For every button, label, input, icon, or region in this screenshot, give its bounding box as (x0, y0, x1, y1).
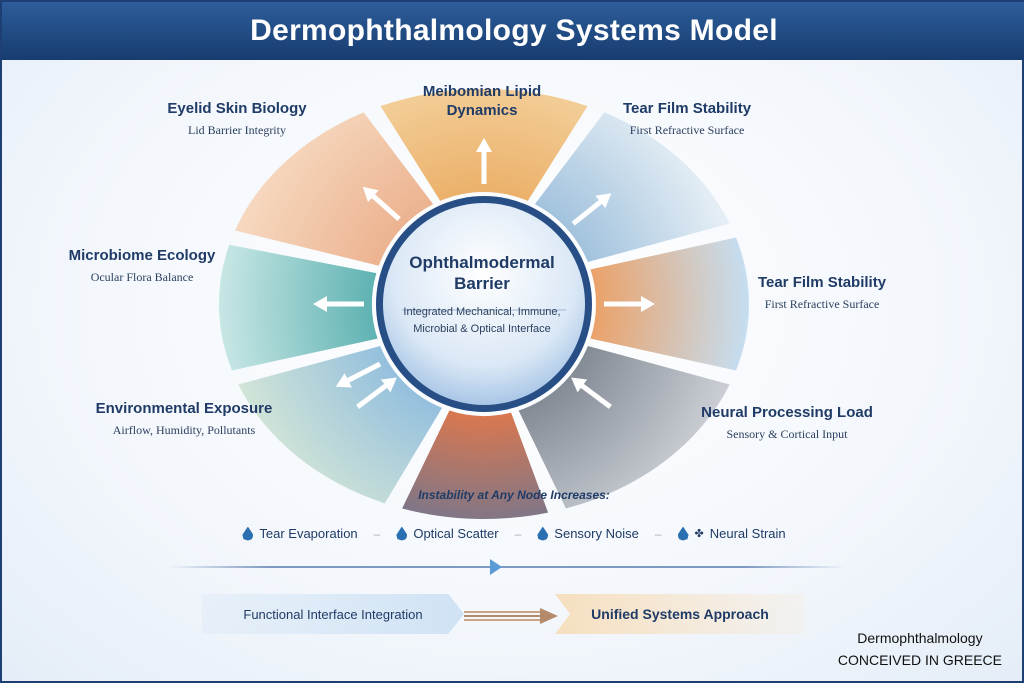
unified-approach-banner: Unified Systems Approach (555, 594, 805, 634)
arrowhead-icon (476, 138, 492, 152)
microbiome-wedge (219, 244, 378, 371)
page-title: Dermophthalmology Systems Model (250, 14, 778, 47)
flow-from-label: Functional Interface Integration (243, 606, 423, 622)
functional-integration-banner: Functional Interface Integration (202, 594, 464, 634)
credit-line-2: CONCEIVED IN GREECE (837, 652, 1002, 668)
arrowhead-icon (595, 193, 612, 209)
instability-heading: Instability at Any Node Increases: (418, 488, 610, 502)
center-title: Ophthalmodermal Barrier (409, 253, 555, 293)
tear-film-surface-wedge (590, 237, 749, 371)
node-title: Neural Processing Load (701, 404, 873, 421)
node-title: Meibomian Lipid Dynamics (422, 83, 542, 119)
brain-wedge (402, 410, 549, 519)
flow-to-label: Unified Systems Approach (591, 606, 769, 622)
node-title: Environmental Exposure (95, 400, 273, 417)
center-subtitle-1: Integrated Mechanical, Immune, (403, 306, 561, 318)
effect-item: Sensory Noise (537, 526, 639, 541)
transition-arrow-icon (464, 608, 558, 624)
effect-label: Neural Strain (709, 526, 786, 541)
effect-item: ✤ Neural Strain (677, 526, 786, 541)
arrowhead-icon (641, 296, 655, 312)
drop-icon (242, 526, 254, 541)
effect-label: Tear Evaporation (259, 526, 358, 541)
neural-smoke-wedge (518, 345, 730, 509)
brain-icon: ✤ (694, 528, 704, 540)
credit-line-1: Dermophthalmology (857, 630, 983, 646)
title-banner: Dermophthalmology Systems Model (2, 2, 1024, 60)
node-subtitle: Airflow, Humidity, Pollutants (112, 423, 256, 437)
node-subtitle: Ocular Flora Balance (90, 270, 194, 284)
eyelid-wedge (234, 112, 434, 266)
tear-film-eye-wedge (534, 112, 730, 263)
drop-icon (677, 526, 689, 541)
effect-label: Sensory Noise (554, 526, 639, 541)
effect-label: Optical Scatter (413, 526, 499, 541)
center-disc (383, 203, 585, 405)
node-subtitle: Sensory & Cortical Input (726, 427, 848, 441)
node-title: Eyelid Skin Biology (167, 100, 307, 117)
drop-icon (396, 526, 408, 541)
drop-icon (537, 526, 549, 541)
flow-divider (167, 566, 847, 568)
flow-arrow-icon (490, 559, 502, 575)
effect-item: Tear Evaporation (242, 526, 358, 541)
node-title: Microbiome Ecology (68, 247, 216, 264)
node-subtitle: Lid Barrier Integrity (188, 123, 286, 137)
arrowhead-icon (313, 296, 327, 312)
effects-list: Tear Evaporation– Optical Scatter– Senso… (2, 526, 1024, 541)
node-title: Tear Film Stability (757, 274, 887, 291)
node-title: Tear Film Stability (622, 100, 752, 117)
arrowhead-icon (571, 377, 588, 393)
node-subtitle: First Refractive Surface (764, 297, 880, 311)
arrowhead-icon (380, 377, 397, 393)
node-meibomian-lipid-dynamics: Meibomian Lipid Dynamics (407, 82, 557, 120)
center-barrier: Ophthalmodermal Barrier Integrated Mecha… (397, 252, 567, 338)
arrowhead-icon (362, 186, 379, 203)
node-subtitle: First Refractive Surface (629, 123, 745, 137)
arrowhead-icon (335, 373, 352, 388)
effect-item: Optical Scatter (396, 526, 499, 541)
center-subtitle-2: Microbial & Optical Interface (413, 323, 551, 335)
